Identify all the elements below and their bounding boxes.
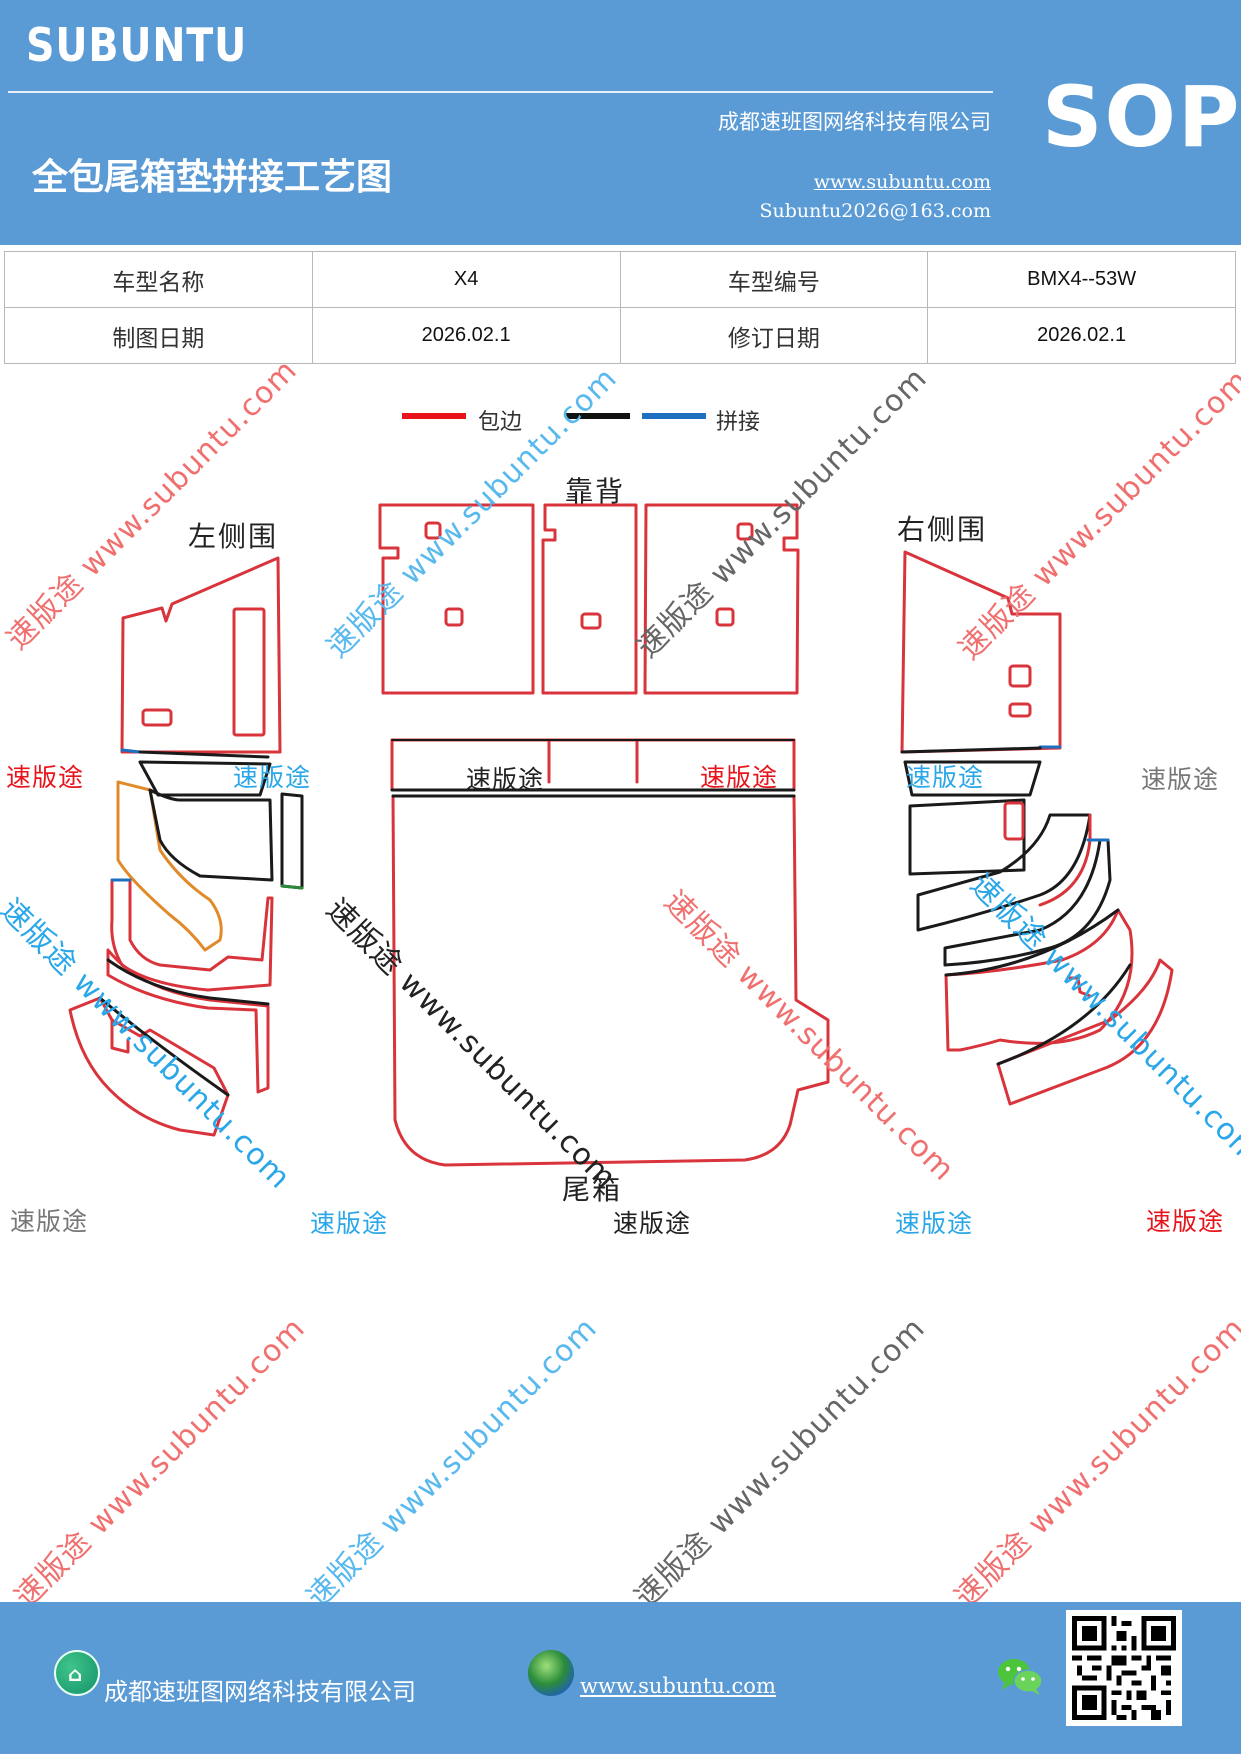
left-side-black-1 <box>138 750 270 759</box>
page-title: 全包尾箱垫拼接工艺图 <box>32 157 393 198</box>
part-label-backrest: 靠背 <box>565 475 626 508</box>
watermark-brand: 速版途 <box>895 1209 974 1238</box>
left-strip-6-black <box>98 996 230 1097</box>
model-name-value: X4 <box>311 251 621 308</box>
right-strip-5 <box>944 908 1134 1052</box>
backrest-left-hole-1 <box>424 521 442 540</box>
watermark-brand: 速版途 <box>310 1209 389 1238</box>
left-side-upper-panel <box>120 556 282 754</box>
draw-date-value: 2026.02.1 <box>311 307 621 364</box>
info-table: 车型名称 X4 车型编号 BMX4--53W 制图日期 2026.02.1 修订… <box>4 251 1236 364</box>
left-strip-4 <box>110 878 274 992</box>
right-strip-2-hole <box>1003 801 1025 841</box>
email-address[interactable]: Subuntu2026@163.com <box>759 200 991 222</box>
website-link[interactable]: www.subuntu.com <box>813 171 991 193</box>
right-strip-5-notch <box>1068 976 1092 998</box>
globe-icon <box>528 1650 574 1696</box>
left-strip-2 <box>116 780 223 952</box>
pattern-diagram <box>68 503 1174 1167</box>
watermark-brand: 速版途 <box>1146 1207 1225 1236</box>
legend-splice-swatch <box>642 413 706 419</box>
watermark-brand: 速版途 <box>6 763 85 792</box>
model-name-label: 车型名称 <box>4 251 313 308</box>
right-strip-4 <box>943 838 1112 967</box>
watermark-brand: 速版途 <box>700 763 779 792</box>
watermark-brand: 速版途 <box>906 763 985 792</box>
company-name: 成都速班图网络科技有限公司 <box>718 110 991 134</box>
header-divider <box>8 91 993 93</box>
legend-edge-swatch <box>402 413 466 419</box>
house-icon: ⌂ <box>54 1650 100 1696</box>
wechat-icon[interactable] <box>996 1655 1044 1697</box>
right-strip-2 <box>908 798 1026 876</box>
brand-logo: SUBUNTU <box>26 18 248 72</box>
doc-type-label: SOP <box>1042 68 1241 166</box>
right-strip-1 <box>903 760 1042 797</box>
qr-code[interactable] <box>1066 1610 1182 1726</box>
right-strip-5-black <box>944 908 1120 977</box>
backrest-right-panel <box>643 503 800 695</box>
right-side-hole-2 <box>1008 702 1032 718</box>
watermark-brand: 速版途 <box>613 1209 692 1238</box>
left-strip-6-notch <box>110 1018 130 1054</box>
legend: 包边 拼接 <box>400 404 800 435</box>
revise-date-label: 修订日期 <box>619 307 929 364</box>
backrest-left-hole-2 <box>444 607 464 627</box>
left-strip-6 <box>68 996 230 1137</box>
left-side-slot <box>232 607 266 737</box>
legend-black-swatch <box>566 413 630 419</box>
part-label-right-side: 右侧围 <box>897 513 988 546</box>
draw-date-label: 制图日期 <box>4 307 313 364</box>
legend-splice-label: 拼接 <box>716 410 761 435</box>
table-row: 车型名称 X4 车型编号 BMX4--53W <box>4 251 1236 308</box>
left-side-hole <box>141 708 173 727</box>
right-strip-6-black <box>996 963 1132 1066</box>
backrest-middle-panel <box>541 503 638 695</box>
watermark-brand: 速版途 <box>1141 765 1220 794</box>
right-strip-6 <box>996 958 1174 1106</box>
part-label-left-side: 左侧围 <box>188 520 279 553</box>
left-strip-3-green <box>280 884 304 890</box>
right-side-black-1 <box>900 746 1042 754</box>
watermark-brand: 速版途 <box>10 1207 89 1236</box>
header-banner: SUBUNTU SOP 成都速班图网络科技有限公司 全包尾箱垫拼接工艺图 www… <box>0 0 1241 245</box>
watermark-brand: 速版途 <box>233 763 312 792</box>
model-code-label: 车型编号 <box>619 251 929 308</box>
revise-date-value: 2026.02.1 <box>927 307 1236 364</box>
trunk-main-panel <box>391 794 830 1167</box>
left-side-splice-1 <box>120 748 142 754</box>
part-label-trunk: 尾箱 <box>562 1173 623 1206</box>
qr-code-pattern <box>1072 1616 1176 1720</box>
watermark-brand: 速版途 <box>466 765 545 794</box>
model-code-value: BMX4--53W <box>927 251 1236 308</box>
left-strip-2-black <box>148 788 274 882</box>
backrest-right-hole-1 <box>736 522 754 541</box>
footer-company-name: 成都速班图网络科技有限公司 <box>104 1678 416 1706</box>
right-strip-3-red <box>1038 813 1092 907</box>
backrest-right-hole-2 <box>715 607 735 627</box>
left-strip-1 <box>138 760 272 797</box>
legend-edge-label: 包边 <box>478 410 523 435</box>
right-strip-3 <box>916 813 1092 932</box>
footer-website-link[interactable]: www.subuntu.com <box>580 1674 776 1698</box>
right-side-hole-1 <box>1008 664 1032 688</box>
backrest-left-panel <box>378 503 535 695</box>
table-row: 制图日期 2026.02.1 修订日期 2026.02.1 <box>4 307 1236 364</box>
backrest-middle-hole <box>580 612 602 630</box>
left-strip-5-black <box>106 958 270 1006</box>
left-strip-3 <box>280 792 304 890</box>
